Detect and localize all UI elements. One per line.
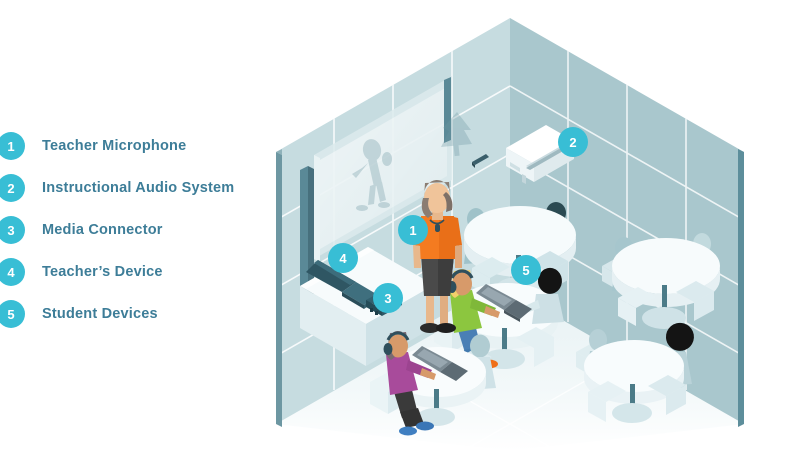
legend-label-2: Instructional Audio System: [42, 180, 235, 196]
callout-label-2: 2: [569, 134, 577, 150]
callout-teachers-device[interactable]: 4: [328, 243, 358, 273]
classroom-svg: [276, 18, 744, 451]
whiteboard-marker: [472, 154, 489, 168]
legend-badge-4: 4: [0, 258, 25, 286]
callout-label-4: 4: [339, 250, 347, 266]
legend-badge-1: 1: [0, 132, 25, 160]
legend-item-teachers-device[interactable]: 4 Teacher’s Device: [0, 258, 163, 286]
student-figure-purple: [370, 330, 468, 436]
student-table-center: [434, 267, 564, 374]
callout-media-connector[interactable]: 3: [373, 283, 403, 313]
chair: [618, 287, 656, 326]
legend-label-3: Media Connector: [42, 222, 163, 238]
chair: [676, 281, 714, 321]
legend-badge-5: 5: [0, 300, 25, 328]
legend-badge-2: 2: [0, 174, 25, 202]
classroom-isometric-illustration: 1 2 3 4 5: [258, 0, 786, 451]
callout-label-1: 1: [409, 222, 417, 238]
legend-label-4: Teacher’s Device: [42, 264, 163, 280]
student-table-front-left: [370, 330, 496, 436]
callout-label-5: 5: [522, 262, 530, 278]
whiteboard-post-left: [300, 166, 308, 304]
legend-item-student-devices[interactable]: 5 Student Devices: [0, 300, 158, 328]
callout-label-3: 3: [384, 290, 392, 306]
teacher-microphone: [429, 219, 445, 232]
legend-item-teacher-microphone[interactable]: 1 Teacher Microphone: [0, 132, 186, 160]
chair: [516, 327, 554, 367]
wall-edges: [276, 149, 744, 427]
chair: [588, 381, 626, 422]
legend-label-1: Teacher Microphone: [42, 138, 187, 154]
student-table-right: [602, 233, 720, 329]
student-figure-headphones: [434, 268, 532, 374]
legend-item-media-connector[interactable]: 3 Media Connector: [0, 216, 163, 244]
callout-student-devices[interactable]: 5: [511, 255, 541, 285]
callout-instructional-audio-system[interactable]: 2: [558, 127, 588, 157]
callout-teacher-microphone[interactable]: 1: [398, 215, 428, 245]
student-table-front-right: [576, 322, 694, 423]
legend-label-5: Student Devices: [42, 306, 158, 322]
legend-item-instructional-audio-system[interactable]: 2 Instructional Audio System: [0, 174, 234, 202]
chair: [648, 375, 686, 415]
whiteboard-drawings: [352, 112, 472, 211]
legend: 1 Teacher Microphone 2 Instructional Aud…: [0, 132, 262, 342]
legend-badge-3: 3: [0, 216, 25, 244]
whiteboard-post-right: [444, 77, 451, 143]
